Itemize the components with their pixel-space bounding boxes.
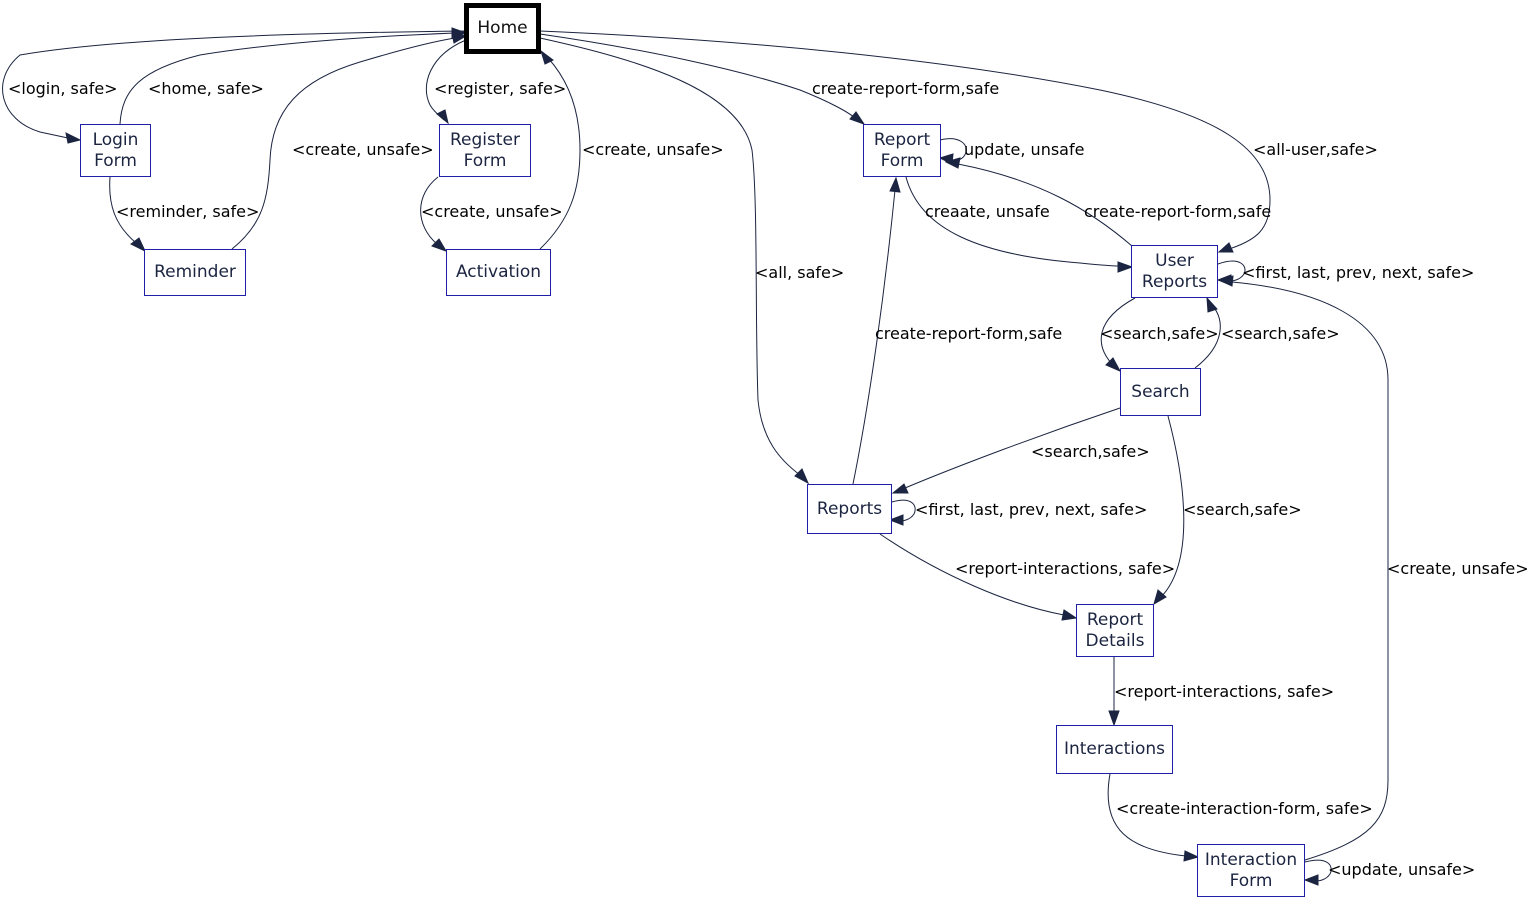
arrowhead bbox=[1117, 261, 1134, 273]
edge-label: <create, unsafe> bbox=[421, 202, 563, 221]
node-interaction-form[interactable]: Interaction Form bbox=[1197, 844, 1305, 897]
edge-label: create-report-form,safe bbox=[1084, 202, 1272, 221]
edge-label: <create, unsafe> bbox=[582, 140, 724, 159]
arrowhead bbox=[891, 483, 909, 494]
edge-label: <register, safe> bbox=[434, 79, 567, 98]
edge-label: <report-interactions, safe> bbox=[1114, 682, 1335, 701]
node-activation[interactable]: Activation bbox=[446, 249, 551, 296]
node-register-form[interactable]: Register Form bbox=[439, 124, 531, 177]
edge-label: <create, unsafe> bbox=[1387, 559, 1529, 578]
edge-label: <report-interactions, safe> bbox=[955, 559, 1176, 578]
arrowhead bbox=[65, 132, 82, 144]
edge-label: <first, last, prev, next, safe> bbox=[1242, 263, 1475, 282]
arrowhead bbox=[849, 111, 866, 125]
arrowhead bbox=[944, 157, 961, 169]
node-reminder[interactable]: Reminder bbox=[144, 249, 246, 296]
edge-reminder-home bbox=[231, 37, 456, 250]
arrowhead bbox=[1108, 710, 1120, 727]
edge-label: <search,safe> bbox=[1031, 442, 1150, 461]
edge-login-home bbox=[119, 32, 456, 125]
edge-home-userreports bbox=[539, 30, 1271, 249]
node-login-form[interactable]: Login Form bbox=[80, 124, 151, 177]
edge-userreports-reportform bbox=[957, 163, 1133, 247]
edge-reports-details bbox=[879, 533, 1065, 616]
edge-label: <first, last, prev, next, safe> bbox=[915, 500, 1148, 519]
arrowhead bbox=[1206, 296, 1218, 313]
arrowhead bbox=[1303, 874, 1319, 886]
edge-home-reportform bbox=[539, 33, 856, 119]
arrowhead bbox=[1061, 609, 1078, 621]
edge-interactionform-userreports bbox=[1231, 281, 1389, 861]
edge-reports-reportform bbox=[852, 189, 896, 485]
edge-label: <all, safe> bbox=[755, 263, 845, 282]
edge-userreports-search bbox=[1100, 297, 1136, 365]
edge-label: <home, safe> bbox=[148, 79, 264, 98]
arrowhead bbox=[794, 468, 810, 485]
edge-label: <create, unsafe> bbox=[292, 140, 434, 159]
edge-home-reports bbox=[539, 37, 801, 476]
edge-label: <search,safe> bbox=[1221, 324, 1340, 343]
arrowhead bbox=[540, 49, 554, 65]
arrowhead bbox=[1217, 242, 1234, 253]
edge-interactions-interactionform bbox=[1107, 773, 1187, 857]
arrowhead bbox=[436, 109, 449, 125]
edge-label: create-report-form,safe bbox=[875, 324, 1063, 343]
edge-label: <search,safe> bbox=[1183, 500, 1302, 519]
node-report-form[interactable]: Report Form bbox=[863, 124, 941, 177]
node-search[interactable]: Search bbox=[1120, 368, 1201, 416]
arrowhead bbox=[888, 514, 904, 526]
node-home[interactable]: Home bbox=[464, 3, 541, 54]
edge-label: <search,safe> bbox=[1100, 324, 1219, 343]
edge-label: creaate, unsafe bbox=[925, 202, 1050, 221]
edge-label: <login, safe> bbox=[8, 79, 118, 98]
edge-search-reports bbox=[904, 407, 1121, 489]
node-report-details[interactable]: Report Details bbox=[1076, 604, 1154, 657]
node-user-reports[interactable]: User Reports bbox=[1131, 245, 1218, 298]
edge-label: update, unsafe bbox=[964, 140, 1085, 159]
edge-label: create-report-form,safe bbox=[812, 79, 1000, 98]
node-interactions[interactable]: Interactions bbox=[1056, 725, 1173, 774]
edge-label: <reminder, safe> bbox=[116, 202, 260, 221]
edge-login-reminder bbox=[109, 176, 137, 244]
edge-reportform-userreports bbox=[905, 176, 1121, 267]
edge-home-login bbox=[2, 30, 467, 139]
arrowhead bbox=[1105, 357, 1122, 373]
node-reports[interactable]: Reports bbox=[807, 484, 892, 534]
edge-register-activation bbox=[420, 176, 439, 245]
arrowhead bbox=[1217, 275, 1234, 287]
arrowhead bbox=[1183, 850, 1200, 862]
arrowhead bbox=[431, 238, 448, 252]
arrowhead bbox=[889, 176, 901, 193]
edge-search-details bbox=[1161, 415, 1185, 597]
edge-label: <update, unsafe> bbox=[1328, 860, 1476, 879]
edge-activation-home bbox=[539, 57, 581, 250]
arrowhead bbox=[451, 32, 468, 44]
arrowhead bbox=[130, 237, 147, 253]
edge-label: <all-user,safe> bbox=[1253, 140, 1378, 159]
arrowhead bbox=[1153, 589, 1167, 606]
edge-label: <create-interaction-form, safe> bbox=[1116, 799, 1373, 818]
